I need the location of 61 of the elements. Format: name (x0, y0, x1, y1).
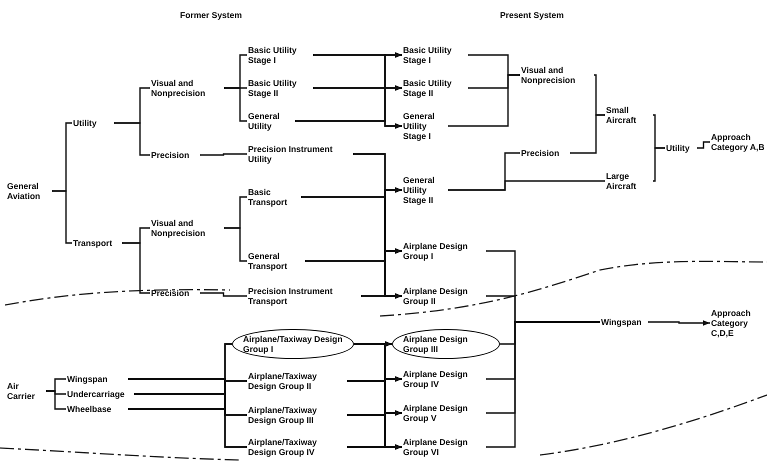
node-label: Basic Utility Stage I (402, 44, 468, 66)
connector-line (653, 147, 665, 182)
column-heading: Present System (500, 10, 564, 20)
node-label: Air Carrier (6, 380, 46, 402)
node-label: Precision Instrument Transport (247, 285, 361, 307)
connector-line (114, 122, 150, 156)
connector-line (570, 114, 605, 154)
node-label: General Transport (247, 250, 305, 272)
node-label: Airplane Design Group IV (402, 368, 486, 390)
node-label: Airplane/Taxiway Design Group II (247, 370, 347, 392)
arrow (361, 293, 402, 299)
node-label: General Utility Stage I (402, 110, 448, 142)
node-label: Approach Category C,D,E (710, 307, 767, 339)
connector-line (52, 190, 72, 244)
connector-line (122, 242, 150, 294)
connector-line (448, 180, 605, 191)
connector-line (128, 408, 247, 448)
node-label: Transport (72, 237, 122, 249)
node-label: Large Aircraft (605, 170, 653, 192)
node-label: Wingspan (66, 373, 128, 385)
connector-line (486, 321, 600, 448)
node-label: Precision (150, 149, 200, 161)
node-label: Airplane/Taxiway Design Group III (247, 404, 347, 426)
circled-label: Airplane/Taxiway Design Group I (232, 329, 354, 359)
node-label: General Aviation (6, 180, 52, 202)
node-label: Visual and Nonprecision (150, 217, 224, 239)
connector-line (200, 153, 247, 156)
node-label: Basic Utility Stage I (247, 44, 313, 66)
node-label: Undercarriage (66, 388, 134, 400)
connector-line (224, 227, 247, 262)
node-label: Wingspan (600, 316, 648, 328)
node-label: Precision (150, 287, 200, 299)
node-label: Approach Category A,B (710, 131, 767, 153)
node-label: Wheelbase (66, 403, 128, 415)
node-label: Airplane Design Group V (402, 402, 486, 424)
node-label: Visual and Nonprecision (150, 77, 224, 99)
node-label: Small Aircraft (605, 104, 653, 126)
node-label: Basic Transport (247, 186, 301, 208)
connector-line (448, 74, 520, 127)
node-label: Basic Utility Stage II (247, 77, 313, 99)
node-label: Airplane/Taxiway Design Group IV (247, 436, 347, 458)
node-label: Airplane Design Group II (402, 285, 486, 307)
connector-line (224, 87, 247, 122)
circled-label: Airplane Design Group III (392, 329, 500, 359)
node-label: Precision (520, 147, 570, 159)
node-label: General Utility Stage II (402, 174, 448, 206)
node-label: Airplane Design Group I (402, 240, 486, 262)
arrow (295, 120, 402, 129)
node-label: Visual and Nonprecision (520, 64, 594, 86)
arrow (347, 444, 402, 450)
node-label: Utility (72, 117, 114, 129)
node-label: General Utility (247, 110, 295, 132)
connector-line (200, 292, 247, 297)
column-heading: Former System (180, 10, 242, 20)
node-label: Utility (665, 142, 697, 154)
node-label: Airplane Design Group VI (402, 436, 486, 458)
connector-line (697, 141, 710, 149)
connector-line (46, 390, 66, 410)
node-label: Precision Instrument Utility (247, 143, 353, 165)
node-label: Basic Utility Stage II (402, 77, 468, 99)
arrow (648, 320, 710, 326)
